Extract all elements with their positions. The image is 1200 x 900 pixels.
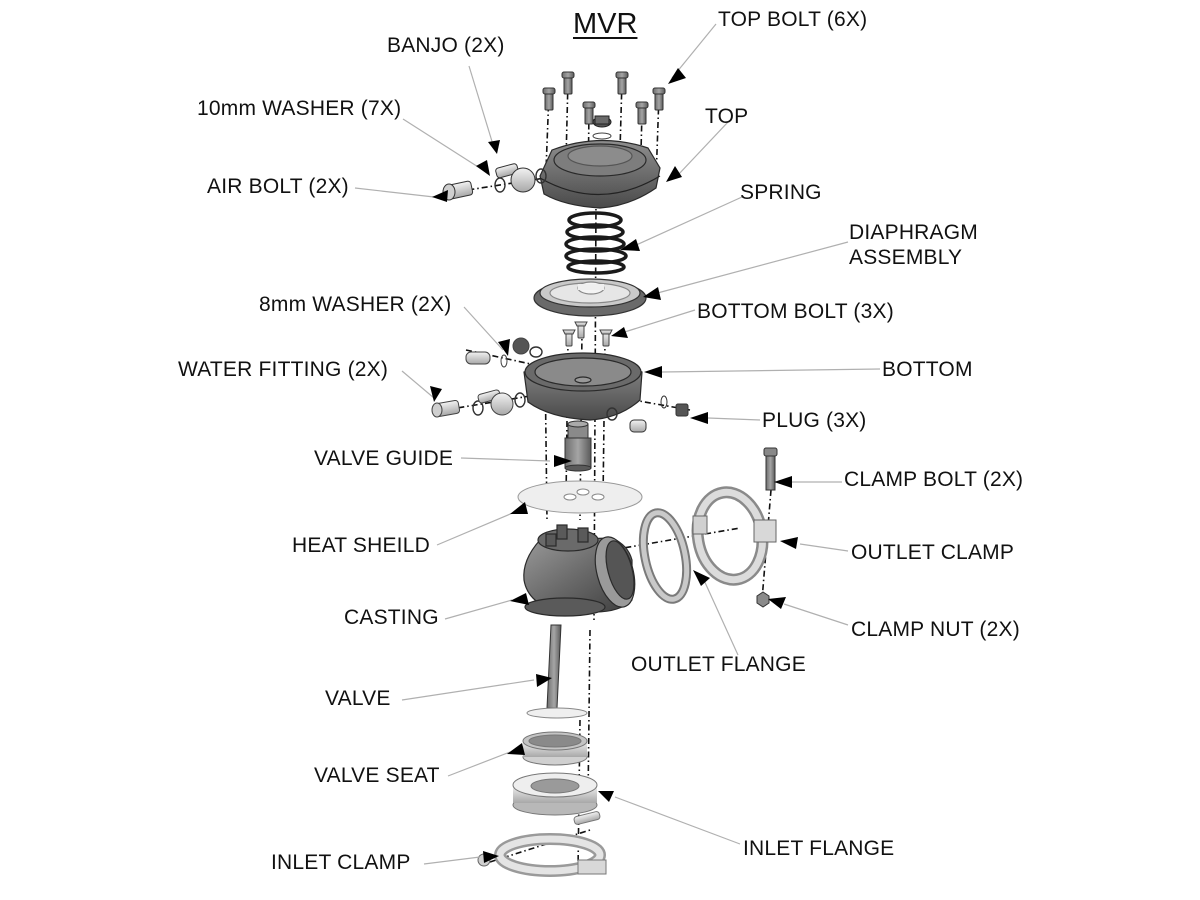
- label-valve: VALVE: [325, 687, 391, 710]
- clamp-bolt: [763, 447, 778, 491]
- bottom-housing: [523, 352, 643, 421]
- label-heat-shield: HEAT SHEILD: [292, 534, 430, 557]
- inlet-clamp: [477, 833, 607, 877]
- label-inlet-clamp: INLET CLAMP: [271, 851, 411, 874]
- label-water-fitting: WATER FITTING (2X): [178, 358, 389, 381]
- label-spring: SPRING: [740, 181, 822, 204]
- label-diaphragm-line2: ASSEMBLY: [849, 246, 963, 269]
- top-housing: [539, 139, 661, 209]
- outlet-flange: [638, 508, 692, 604]
- bottom-bolts: [562, 321, 613, 347]
- label-inlet-flange: INLET FLANGE: [743, 837, 895, 860]
- spring: [564, 211, 628, 275]
- label-8mm-washer: 8mm WASHER (2X): [259, 293, 452, 316]
- clamp-nut: [756, 591, 770, 608]
- label-valve-seat: VALVE SEAT: [314, 764, 440, 787]
- diagram-title: MVR: [573, 8, 638, 40]
- top-vent-cap: [592, 115, 612, 140]
- arrowheads: [430, 68, 798, 863]
- inlet-flange: [512, 772, 598, 816]
- inlet-clamp-bolt: [573, 811, 601, 825]
- water-fitting-assembly: [431, 337, 543, 418]
- label-casting: CASTING: [344, 606, 439, 629]
- diaphragm-assembly: [533, 278, 647, 317]
- label-valve-guide: VALVE GUIDE: [314, 447, 454, 470]
- casting: [523, 524, 636, 617]
- label-10mm-washer: 10mm WASHER (7X): [197, 97, 402, 120]
- label-top-bolt: TOP BOLT (6X): [718, 8, 868, 31]
- label-clamp-bolt: CLAMP BOLT (2X): [844, 468, 1024, 491]
- top-bolts: [542, 71, 666, 125]
- label-plug: PLUG (3X): [762, 409, 867, 432]
- label-bottom-bolt: BOTTOM BOLT (3X): [697, 300, 894, 323]
- label-banjo: BANJO (2X): [387, 34, 505, 57]
- label-air-bolt: AIR BOLT (2X): [207, 175, 349, 198]
- outlet-clamp: [691, 486, 777, 586]
- label-outlet-clamp: OUTLET CLAMP: [851, 541, 1015, 564]
- label-diaphragm-line1: DIAPHRAGM: [849, 221, 978, 244]
- label-bottom: BOTTOM: [882, 358, 973, 381]
- leader-lines: [354, 23, 881, 865]
- heat-shield: [517, 480, 643, 514]
- label-outlet-flange: OUTLET FLANGE: [631, 653, 806, 676]
- label-clamp-nut: CLAMP NUT (2X): [851, 618, 1020, 641]
- air-bolt-banjo-assembly: [442, 163, 547, 201]
- label-top: TOP: [705, 105, 749, 128]
- plugs: [606, 395, 689, 433]
- valve-guide: [564, 420, 592, 472]
- valve: [526, 624, 588, 719]
- valve-seat: [522, 731, 588, 766]
